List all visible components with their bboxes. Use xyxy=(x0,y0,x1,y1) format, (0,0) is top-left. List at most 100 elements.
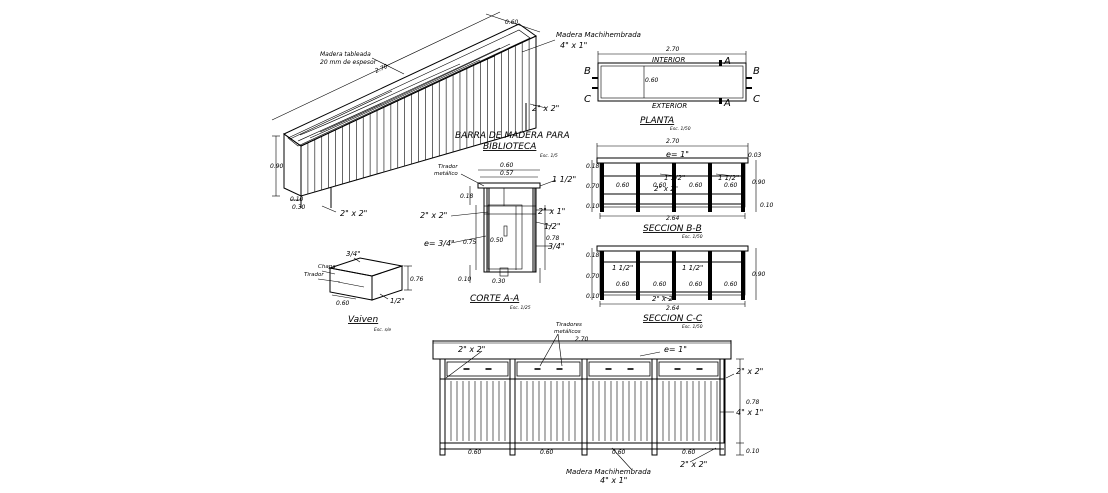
secc-top xyxy=(596,245,749,252)
vaiven-label-34: 3/4" xyxy=(346,250,361,258)
elev-drawers xyxy=(446,361,719,377)
secc-dim-left-bot: 0.10 xyxy=(586,293,600,300)
elev-dim-right: 0.78 xyxy=(746,399,760,406)
corte-label-34: 3/4" xyxy=(548,242,565,251)
elev-post xyxy=(719,358,726,456)
secb-dim-right-bot: 0.10 xyxy=(760,202,774,209)
planta-view: 2.70 0.60 INTERIOR EXTERIOR A A B B C C … xyxy=(584,46,760,132)
elev-post xyxy=(509,358,516,456)
iso-dim-depth-line xyxy=(485,13,541,33)
corte-dim-6: 0.30 xyxy=(492,278,506,285)
corte-view: 0.60 0.57 0.18 0.50 0.75 0.78 0.10 0.30 … xyxy=(420,162,576,311)
elev-drawer xyxy=(516,361,581,377)
elev-cell-0: 0.60 xyxy=(468,449,482,456)
corte-label-half: 1/2" xyxy=(544,222,561,231)
corte-foot xyxy=(499,267,509,277)
elev-post xyxy=(581,358,588,456)
section-post xyxy=(741,251,745,300)
iso-label-tablero: Madera tableada xyxy=(320,51,371,58)
corte-scale: Esc. 1/25 xyxy=(510,305,531,311)
elev-drawer xyxy=(446,361,509,377)
corte-label-2x1: 2" x 1" xyxy=(538,207,565,216)
vaiven-title: Vaiven xyxy=(348,315,378,325)
title-line1: BARRA DE MADERA PARA xyxy=(455,131,570,141)
section-post xyxy=(600,251,604,300)
secb-dim-left-bot: 0.10 xyxy=(586,203,600,210)
iso-dim-height: 0.90 xyxy=(270,163,284,170)
elev-label-2x2-top: 2" x 2" xyxy=(458,345,485,354)
section-post xyxy=(672,251,676,300)
vaiven-front xyxy=(329,267,373,301)
secb-dim-inner: 2.64 xyxy=(666,215,680,222)
secc-posts xyxy=(600,251,745,300)
secb-dim-left-mid: 0.70 xyxy=(586,183,600,190)
secb-dim-right-top: 0.03 xyxy=(748,152,762,159)
corte-label-metalico: metálico xyxy=(434,170,458,177)
corte-dim-inner: 0.57 xyxy=(500,170,514,177)
vaiven-scale: Esc. s/e xyxy=(374,327,391,333)
secb-dim-total: 2.70 xyxy=(666,138,680,145)
elev-label-2x2-right: 2" x 2" xyxy=(736,367,763,376)
secb-label-2x2: 2" x 2" xyxy=(654,185,678,193)
secb-dim-left-top: 0.18 xyxy=(586,163,600,170)
iso-leader-madera xyxy=(521,39,556,53)
planta-dim-length: 2.70 xyxy=(666,46,680,53)
planta-cut-c-right: C xyxy=(753,94,760,105)
planta-cut-a-top-mark xyxy=(719,60,722,66)
elev-cell-3: 0.60 xyxy=(682,449,696,456)
section-post xyxy=(672,163,676,212)
secc-title: SECCION C-C xyxy=(643,314,703,324)
elev-label-4x1: 4" x 1" xyxy=(736,408,763,417)
planta-cut-b-right: B xyxy=(753,66,760,77)
vaiven-dim-height: 0.76 xyxy=(410,276,424,283)
secc-dim-right: 0.90 xyxy=(752,271,766,278)
secc-cell-0: 0.60 xyxy=(616,281,630,288)
iso-label-madera-dim: 4" x 1" xyxy=(560,41,587,50)
corte-dim-3: 0.75 xyxy=(463,239,477,246)
corte-dim-4: 0.78 xyxy=(546,235,560,242)
corte-dim-5: 0.10 xyxy=(458,276,472,283)
section-post xyxy=(636,251,640,300)
vaiven-view: 3/4" Chapa Tirador 1/2" 0.60 0.76 Vaiven… xyxy=(304,250,424,333)
planta-label-interior: INTERIOR xyxy=(652,56,685,64)
secc-label-1half-a: 1 1/2" xyxy=(612,264,633,272)
elev-cell-1: 0.60 xyxy=(540,449,554,456)
secb-cell-1: 0.60 xyxy=(653,182,667,189)
elev-post xyxy=(439,358,446,456)
corte-label-e34: e= 3/4" xyxy=(424,239,455,248)
planta-scale: Esc. 1/50 xyxy=(670,126,691,132)
corte-label-1half: 1 1/2" xyxy=(552,175,576,184)
iso-label-espesor: 20 mm de espesor xyxy=(320,59,377,66)
vaiven-label-chapa: Chapa xyxy=(318,264,336,270)
corte-dim-1: 0.18 xyxy=(460,193,474,200)
corte-label-tirador: Tirador xyxy=(438,164,458,170)
elev-label-metalicos: metálicos xyxy=(554,328,581,335)
title-line2: BIBLIOTECA xyxy=(483,142,536,152)
secb-cell-3: 0.60 xyxy=(724,182,738,189)
elev-label-tiradores: Tiradores xyxy=(556,322,582,328)
secc-dim-inner: 2.64 xyxy=(666,305,680,312)
corte-rail xyxy=(483,205,537,215)
planta-inner xyxy=(600,65,744,99)
planta-cut-a-top: A xyxy=(723,56,731,67)
vaiven-label-half: 1/2" xyxy=(390,297,405,305)
planta-cut-c-left: C xyxy=(584,94,591,105)
secb-label-e1: e= 1" xyxy=(666,150,689,159)
iso-top-inner xyxy=(287,29,531,147)
secc-dim-left-mid: 0.70 xyxy=(586,273,600,280)
elevation-view: 2.70 Tiradores metálicos 2" x 2" e= 1" 2… xyxy=(432,322,763,485)
iso-label-madera: Madera Machihembrada xyxy=(556,31,641,39)
secb-title: SECCION B-B xyxy=(643,224,702,234)
iso-boards xyxy=(307,39,530,194)
elev-boards xyxy=(450,381,718,441)
elev-posts xyxy=(439,358,726,456)
iso-dim-leg-b: 0.30 xyxy=(292,204,306,211)
planta-cut-b-left: B xyxy=(584,66,591,77)
iso-dim-depth: 0.60 xyxy=(505,19,519,26)
planta-label-exterior: EXTERIOR xyxy=(652,102,687,110)
secc-label-2x2: 2" x 2" xyxy=(652,295,676,303)
secc-dim-left-top: 0.18 xyxy=(586,252,600,259)
elev-label-madera: Madera Machihembrada xyxy=(566,468,651,476)
